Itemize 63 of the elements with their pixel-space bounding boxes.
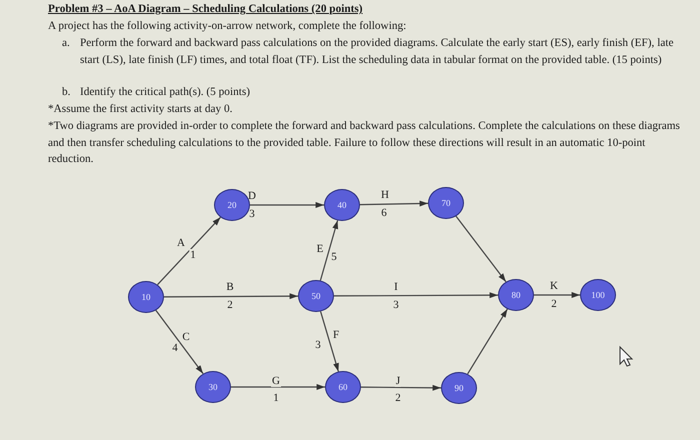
arrow xyxy=(360,200,428,206)
event-circle xyxy=(324,189,360,221)
arrow xyxy=(334,292,498,298)
activity-label: G xyxy=(271,375,281,387)
duration-label: 3 xyxy=(392,299,400,311)
arrow xyxy=(164,293,298,300)
activity-label: C xyxy=(181,331,191,343)
activity-label: B xyxy=(225,281,235,293)
event-circle xyxy=(498,279,534,311)
arrow xyxy=(320,220,338,281)
event-number: 40 xyxy=(338,200,346,210)
duration-label: 3 xyxy=(314,339,322,351)
duration-label: 2 xyxy=(550,298,558,310)
event-circle xyxy=(325,371,361,403)
duration-label: 3 xyxy=(248,208,256,220)
note-text: *Two diagrams are provided in-order to complete the forward and backward pass calculations. Complete the calculations on these diagrams and then transfer scheduling calculations to the provided table. Failure to follow these directions will result in an automatic 10-point reduction. xyxy=(48,119,681,168)
arrow xyxy=(250,202,324,208)
instruction-text: Perform the forward and backward pass calculations on the provided diagrams. Calculate the early start (ES), early finish (EF), late start (LS), late finish (LF) times, and total float (TF). List the scheduling data in tabular format on the provided table. (15 points) xyxy=(80,36,675,68)
event-number: 90 xyxy=(454,383,464,393)
arrow xyxy=(231,384,325,390)
arrow xyxy=(456,216,506,282)
event-number: 10 xyxy=(142,292,150,302)
activity-label: A xyxy=(176,237,186,249)
activity-label: D xyxy=(247,190,257,202)
event-circle xyxy=(298,280,334,312)
event-circle xyxy=(195,371,231,403)
event-number: 50 xyxy=(312,291,320,301)
activity-label: K xyxy=(549,280,559,292)
event-circle xyxy=(441,372,477,404)
title: Problem #3 – AoA Diagram – Scheduling Calculations (20 points) xyxy=(48,2,363,17)
arrow xyxy=(155,310,204,374)
duration-label: 6 xyxy=(380,207,388,219)
event-number: 30 xyxy=(208,382,218,392)
event-circle xyxy=(428,187,464,219)
event-number: 70 xyxy=(442,198,450,208)
note-text: *Assume the first activity starts at day 0. xyxy=(48,102,234,117)
duration-label: 2 xyxy=(394,392,402,404)
arrow xyxy=(467,308,508,374)
event-number: 80 xyxy=(512,290,520,300)
list-marker: b. xyxy=(62,85,72,100)
activity-label: H xyxy=(380,189,390,201)
intro-text: A project has the following activity-on-arrow network, complete the following: xyxy=(48,19,408,34)
arrow xyxy=(534,292,580,298)
activity-label: I xyxy=(393,281,399,293)
event-circle xyxy=(214,189,250,221)
event-circle xyxy=(580,279,616,311)
duration-label: 1 xyxy=(272,392,280,404)
duration-label: 1 xyxy=(189,249,197,261)
duration-label: 4 xyxy=(171,342,179,354)
duration-label: 2 xyxy=(226,299,234,311)
arrow xyxy=(361,384,441,391)
list-marker: a. xyxy=(62,36,71,51)
duration-label: 5 xyxy=(330,251,338,263)
activity-label: J xyxy=(394,375,402,387)
event-number: 60 xyxy=(338,382,348,392)
event-number: 20 xyxy=(228,200,236,210)
activity-label: F xyxy=(332,329,340,341)
arrow xyxy=(320,311,339,372)
activity-label: E xyxy=(316,243,324,255)
event-circle xyxy=(128,281,164,313)
arrow xyxy=(157,216,221,286)
instruction-text: Identify the critical path(s). (5 points) xyxy=(80,85,252,100)
event-number: 100 xyxy=(591,290,605,300)
